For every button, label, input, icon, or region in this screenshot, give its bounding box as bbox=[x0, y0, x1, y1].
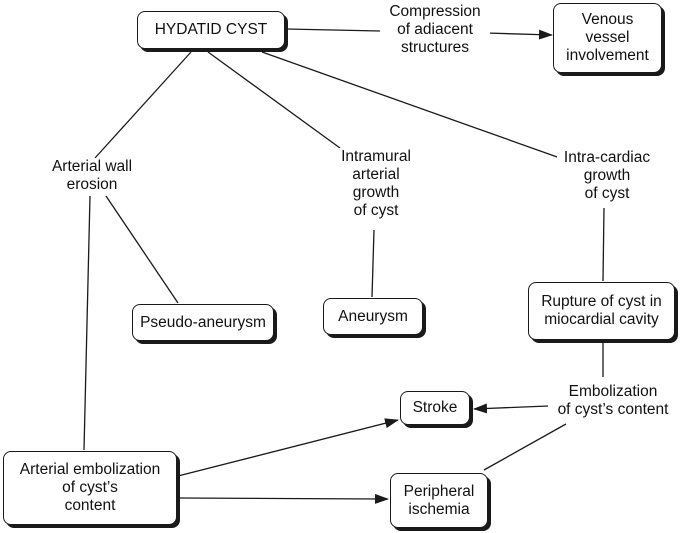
edge-embolization-to-ischemia bbox=[483, 423, 567, 471]
edge-cyst-to-compression bbox=[285, 28, 381, 32]
edge-cyst-to-erosion bbox=[94, 51, 192, 159]
intramural-growth-label: Intramural arterial growth of cyst bbox=[331, 148, 421, 220]
venous-vessel-node: Venous vessel involvement bbox=[553, 3, 662, 73]
embolization-content-label: Embolization of cyst’s content bbox=[548, 383, 678, 419]
arterial-wall-erosion-label: Arterial wall erosion bbox=[41, 158, 143, 194]
edge-arterial-embolization-to-stroke bbox=[177, 418, 399, 477]
compression-label: Compression of adiacent structures bbox=[380, 3, 490, 57]
peripheral-ischemia-node: Peripheral ischemia bbox=[390, 473, 488, 528]
edge-arterial-embolization-to-ischemia bbox=[177, 493, 389, 504]
edge-intramural-to-aneurysm bbox=[371, 229, 375, 298]
rupture-node: Rupture of cyst in miocardial cavity bbox=[528, 282, 675, 340]
hydatid-cyst-node: HYDATID CYST bbox=[137, 11, 285, 49]
pseudo-aneurysm-node: Pseudo-aneurysm bbox=[132, 304, 274, 341]
edge-embolization-to-stroke bbox=[473, 403, 549, 414]
edge-erosion-to-arterial-embolization bbox=[83, 195, 91, 451]
aneurysm-node: Aneurysm bbox=[323, 298, 423, 335]
edge-cyst-to-intracardiac bbox=[261, 51, 561, 159]
edge-intracardiac-to-rupture bbox=[602, 207, 605, 282]
intracardiac-growth-label: Intra-cardiac growth of cyst bbox=[557, 149, 657, 203]
stroke-node: Stroke bbox=[400, 391, 470, 425]
edge-compression-to-venous bbox=[485, 29, 553, 40]
edge-cyst-to-intramural bbox=[207, 51, 341, 149]
arterial-embolization-node: Arterial embolization of cyst’s content bbox=[3, 451, 177, 525]
edge-erosion-to-pseudoaneurysm bbox=[105, 195, 179, 304]
